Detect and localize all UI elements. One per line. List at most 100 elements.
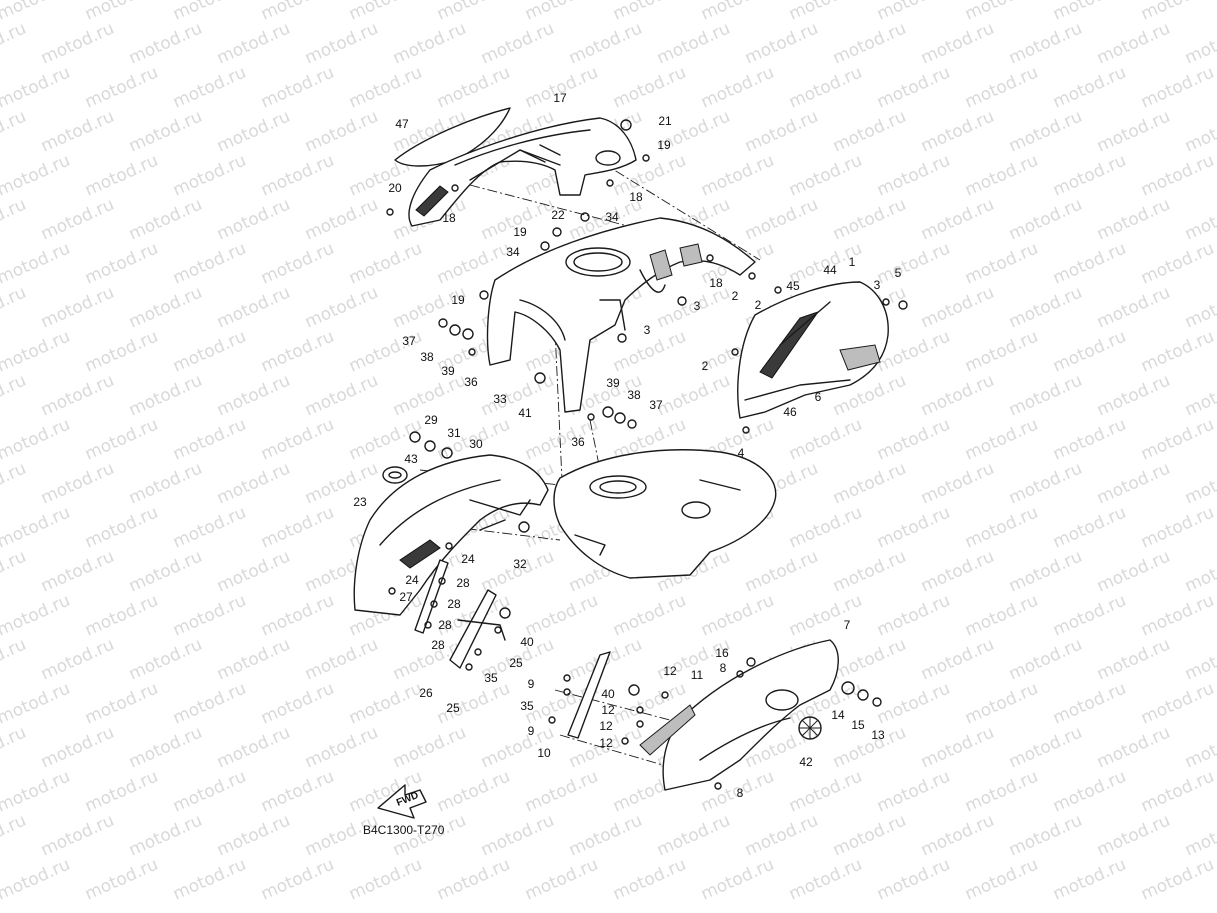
watermark-text: motod.ru [302, 459, 381, 509]
watermark-text: motod.ru [434, 0, 513, 25]
callout-25: 25 [509, 656, 523, 670]
callout-42: 42 [799, 755, 813, 769]
watermark-text: motod.ru [698, 855, 777, 905]
watermark-text: motod.ru [38, 811, 117, 861]
watermark-text: motod.ru [214, 283, 293, 333]
watermark-text: motod.ru [170, 503, 249, 553]
watermark-text: motod.ru [1050, 151, 1129, 201]
watermark-text: motod.ru [1094, 459, 1173, 509]
callout-29: 29 [424, 413, 438, 427]
watermark-text: motod.ru [258, 0, 337, 25]
watermark-text: motod.ru [698, 0, 777, 25]
watermark-text: motod.ru [38, 283, 117, 333]
callout-37: 37 [402, 334, 416, 348]
center-cover [486, 217, 756, 413]
watermark-text: motod.ru [258, 239, 337, 289]
watermark-text: motod.ru [1050, 63, 1129, 113]
watermark-text: motod.ru [522, 0, 601, 25]
watermark-text: motod.ru [0, 723, 29, 773]
watermark-text: motod.ru [962, 63, 1041, 113]
watermark-text: motod.ru [918, 547, 997, 597]
watermark-text: motod.ru [258, 327, 337, 377]
callout-8: 8 [720, 661, 727, 675]
watermark-text: motod.ru [1094, 635, 1173, 685]
watermark-text: motod.ru [82, 679, 161, 729]
watermark-text: motod.ru [0, 0, 73, 25]
watermark-text: motod.ru [0, 371, 29, 421]
callout-19: 19 [451, 293, 465, 307]
watermark-text: motod.ru [1050, 415, 1129, 465]
callout-39: 39 [606, 376, 620, 390]
watermark-text: motod.ru [258, 591, 337, 641]
watermark-text: motod.ru [126, 19, 205, 69]
callout-43: 43 [404, 452, 418, 466]
watermark-text: motod.ru [610, 855, 689, 905]
callout-26: 26 [419, 686, 433, 700]
callout-28: 28 [431, 638, 445, 652]
watermark-text: motod.ru [0, 503, 73, 553]
callout-28: 28 [438, 618, 452, 632]
callout-36: 36 [464, 375, 478, 389]
callout-37: 37 [649, 398, 663, 412]
watermark-text: motod.ru [214, 107, 293, 157]
watermark-text: motod.ru [786, 855, 865, 905]
watermark-text: motod.ru [346, 679, 425, 729]
watermark-text: motod.ru [1138, 63, 1217, 113]
watermark-text: motod.ru [1050, 855, 1129, 905]
callout-39: 39 [441, 364, 455, 378]
watermark-text: motod.ru [1050, 767, 1129, 817]
callout-33: 33 [493, 392, 507, 406]
watermark-text: motod.ru [1006, 635, 1085, 685]
watermark-text: motod.ru [390, 19, 469, 69]
watermark-text: motod.ru [962, 0, 1041, 25]
callout-7: 7 [844, 618, 851, 632]
watermark-text: motod.ru [522, 591, 601, 641]
watermark-text: motod.ru [126, 811, 205, 861]
watermark-text: motod.ru [654, 371, 733, 421]
watermark-text: motod.ru [0, 547, 29, 597]
watermark-text: motod.ru [258, 503, 337, 553]
watermark-text: motod.ru [1182, 811, 1217, 861]
callout-47: 47 [395, 117, 409, 131]
watermark-text: motod.ru [214, 635, 293, 685]
watermark-text: motod.ru [962, 855, 1041, 905]
watermark-text: motod.ru [1094, 811, 1173, 861]
watermark-text: motod.ru [0, 283, 29, 333]
callout-14: 14 [831, 708, 845, 722]
watermark-text: motod.ru [918, 635, 997, 685]
watermark-text: motod.ru [1182, 723, 1217, 773]
watermark-text: motod.ru [874, 63, 953, 113]
watermark-text: motod.ru [0, 591, 73, 641]
watermark-text: motod.ru [1138, 679, 1217, 729]
lower-side-cover [567, 639, 839, 791]
callout-44: 44 [823, 263, 837, 277]
watermark-text: motod.ru [962, 151, 1041, 201]
callout-3: 3 [874, 278, 881, 292]
watermark-text: motod.ru [962, 415, 1041, 465]
watermark-text: motod.ru [522, 855, 601, 905]
watermark-text: motod.ru [786, 151, 865, 201]
watermark-text: motod.ru [874, 767, 953, 817]
watermark-text: motod.ru [258, 855, 337, 905]
watermark-text: motod.ru [918, 811, 997, 861]
callout-25: 25 [446, 701, 460, 715]
emblem-42 [798, 716, 822, 740]
watermark-text: motod.ru [874, 151, 953, 201]
diagram-code: B4C1300-T270 [363, 823, 445, 837]
callout-35: 35 [484, 671, 498, 685]
watermark-text: motod.ru [1182, 195, 1217, 245]
callout-24: 24 [405, 573, 419, 587]
watermark-text: motod.ru [170, 767, 249, 817]
watermark-text: motod.ru [522, 767, 601, 817]
watermark-text: motod.ru [82, 327, 161, 377]
watermark-text: motod.ru [874, 503, 953, 553]
watermark-text: motod.ru [786, 767, 865, 817]
callout-23: 23 [353, 495, 367, 509]
watermark-text: motod.ru [0, 679, 73, 729]
watermark-text: motod.ru [1006, 283, 1085, 333]
watermark-text: motod.ru [0, 19, 29, 69]
watermark-text: motod.ru [1182, 547, 1217, 597]
watermark-text: motod.ru [830, 195, 909, 245]
watermark-text: motod.ru [610, 0, 689, 25]
watermark-text: motod.ru [302, 195, 381, 245]
